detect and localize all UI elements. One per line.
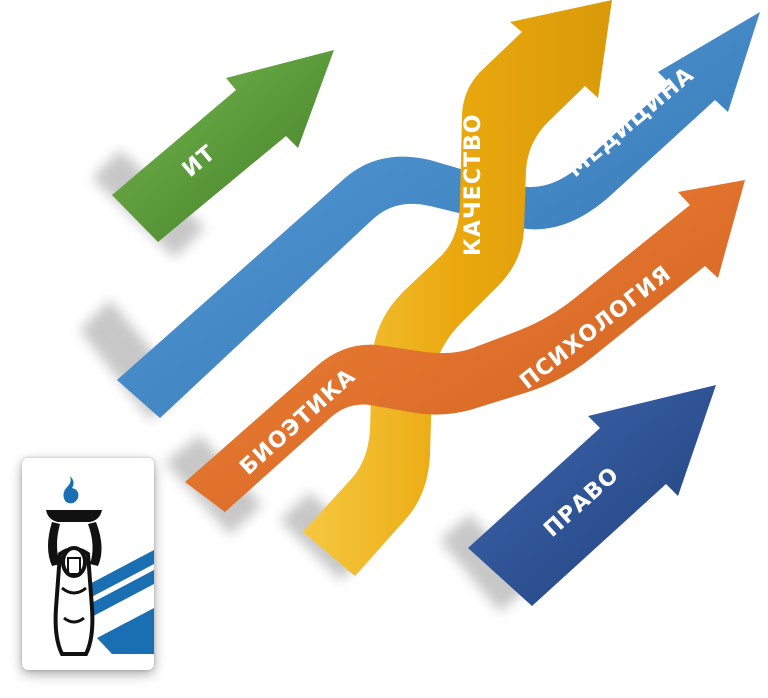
organization-logo xyxy=(22,458,154,670)
arrow-psychology-shape xyxy=(185,180,745,512)
arrow-medicine-shape xyxy=(117,12,760,418)
arrow-law-shape xyxy=(468,385,716,606)
arrow-quality: КАЧЕСТВО xyxy=(303,0,612,576)
torch-bearer-logo-icon xyxy=(46,476,154,656)
arrow-it-shape xyxy=(112,50,334,242)
arrow-it: ИТ xyxy=(112,50,334,242)
arrow-quality-shape xyxy=(303,0,612,576)
arrow-quality-label: КАЧЕСТВО xyxy=(461,114,486,256)
arrow-law: ПРАВО xyxy=(468,385,716,606)
